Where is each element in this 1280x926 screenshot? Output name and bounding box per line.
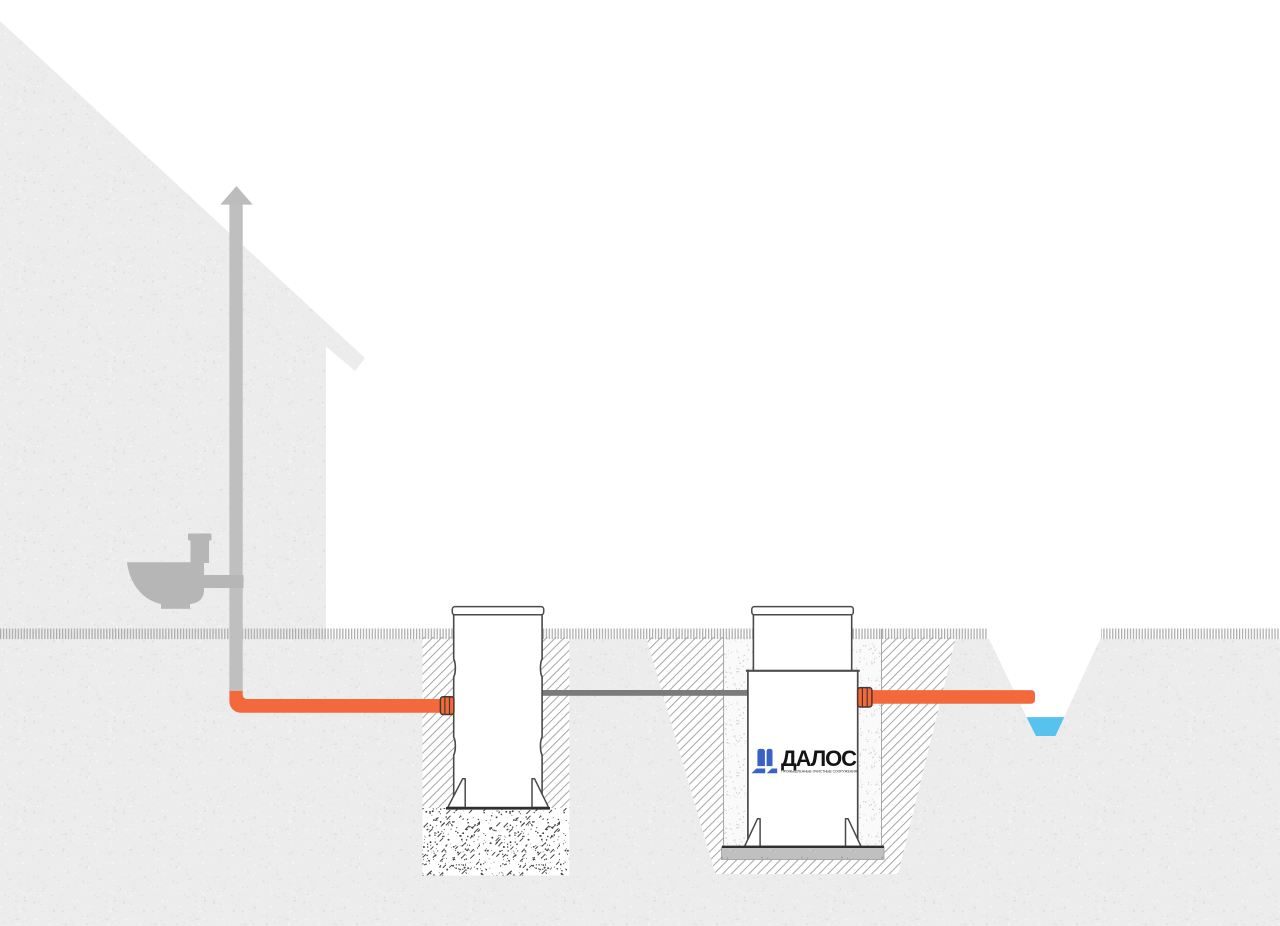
svg-text:ДАЛОС: ДАЛОС: [781, 746, 857, 771]
svg-text:ПРОМЫШЛЕННЫЕ ОЧИСТНЫЕ СООРУЖЕН: ПРОМЫШЛЕННЫЕ ОЧИСТНЫЕ СООРУЖЕНИЯ: [781, 769, 857, 773]
